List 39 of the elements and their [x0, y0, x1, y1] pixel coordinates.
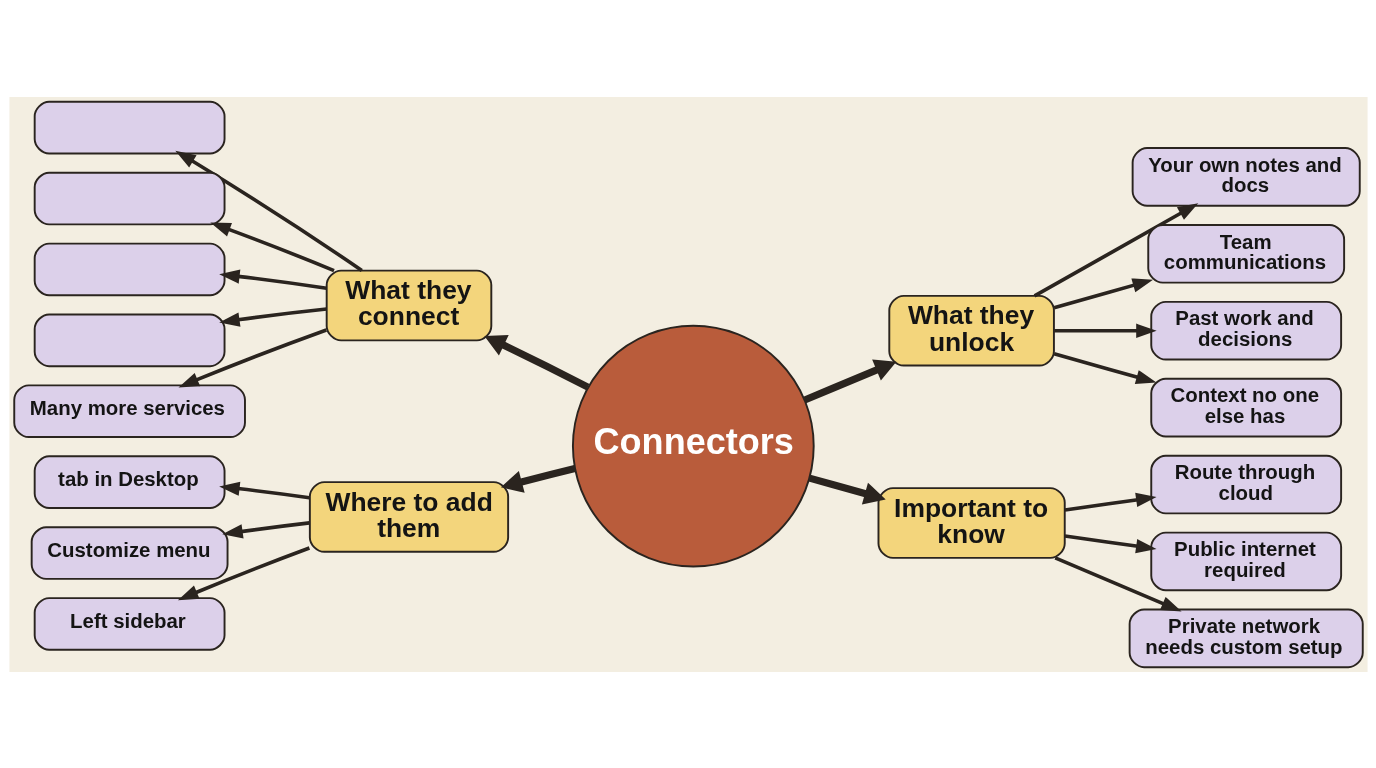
node-box: Context no one else has [1149, 377, 1342, 437]
node-box: Route through cloud [1149, 454, 1342, 514]
arrow [500, 464, 576, 493]
arrow [1064, 533, 1156, 553]
arrow [808, 474, 886, 504]
node-box: What they unlock [887, 294, 1055, 367]
arrow [1053, 351, 1156, 384]
node-box [33, 100, 225, 154]
node-box: Past work and decisions [1149, 300, 1342, 361]
node-box: Team communications [1146, 223, 1345, 284]
node-box: Many more services [12, 383, 246, 438]
arrow [483, 334, 589, 390]
arrow [178, 327, 327, 387]
arrow [174, 150, 363, 272]
arrow [221, 520, 310, 538]
node-box [33, 242, 225, 296]
node-box: Your own notes and docs [1131, 146, 1361, 207]
arrow [1053, 277, 1153, 309]
node-box: Customize menu [30, 525, 228, 580]
node-box: Left sidebar [33, 596, 225, 651]
arrow [218, 268, 327, 290]
node-box: Important to know [877, 486, 1066, 559]
arrow [209, 222, 335, 272]
arrow [218, 481, 310, 499]
node-box [33, 171, 225, 225]
arrow [177, 545, 310, 600]
node-box: Public internet required [1149, 531, 1342, 591]
arrow [1033, 202, 1198, 297]
arrow [1054, 555, 1182, 611]
arrow [218, 306, 327, 327]
node-box [33, 313, 225, 367]
node-box: Where to add them [308, 480, 509, 553]
arrow [1053, 323, 1157, 338]
arrow [1064, 492, 1156, 512]
node-box: Private network needs custom setup [1128, 608, 1364, 668]
node-box: tab in Desktop [33, 454, 225, 509]
node-circle: Connectors [571, 324, 815, 567]
node-box: What they connect [325, 269, 492, 341]
arrow [802, 359, 896, 403]
